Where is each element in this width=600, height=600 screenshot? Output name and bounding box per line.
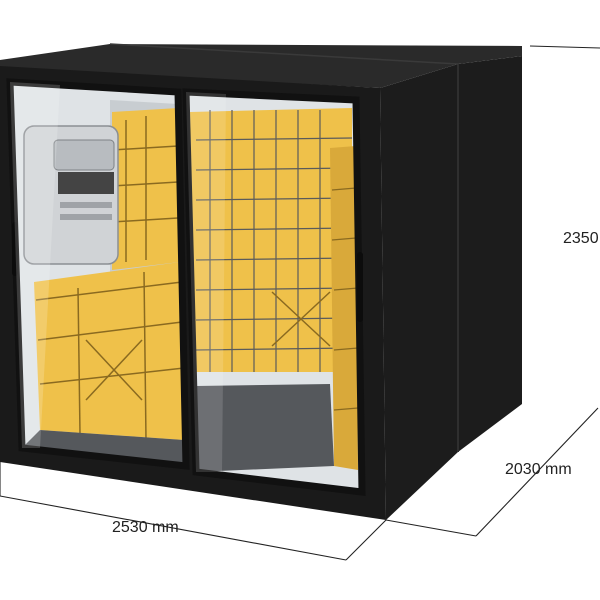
width-dimension-label: 2530 mm: [112, 519, 179, 536]
depth-dimension-label: 2030 mm: [505, 461, 572, 478]
height-dimension-line: [529, 45, 600, 49]
right-door: [186, 92, 362, 492]
cabinet-floor: [196, 384, 334, 472]
right-door-handle[interactable]: [357, 252, 363, 322]
cabinet-side-panel: [380, 56, 522, 520]
top-seam: [109, 43, 459, 65]
printer-icon: [23, 125, 119, 265]
height-dimension-label: 2350: [563, 230, 599, 247]
cabinet-top: [0, 44, 522, 88]
left-door: [10, 82, 186, 466]
left-door-handle[interactable]: [12, 222, 18, 276]
left-door-frame: [6, 78, 190, 470]
right-door-frame: [182, 88, 366, 496]
width-dimension-line: [0, 495, 347, 561]
glass-reflection: [10, 82, 60, 448]
depth-dimension-line: [475, 407, 599, 537]
wine-rack-back: [190, 108, 352, 372]
left-shelving: [34, 262, 184, 440]
